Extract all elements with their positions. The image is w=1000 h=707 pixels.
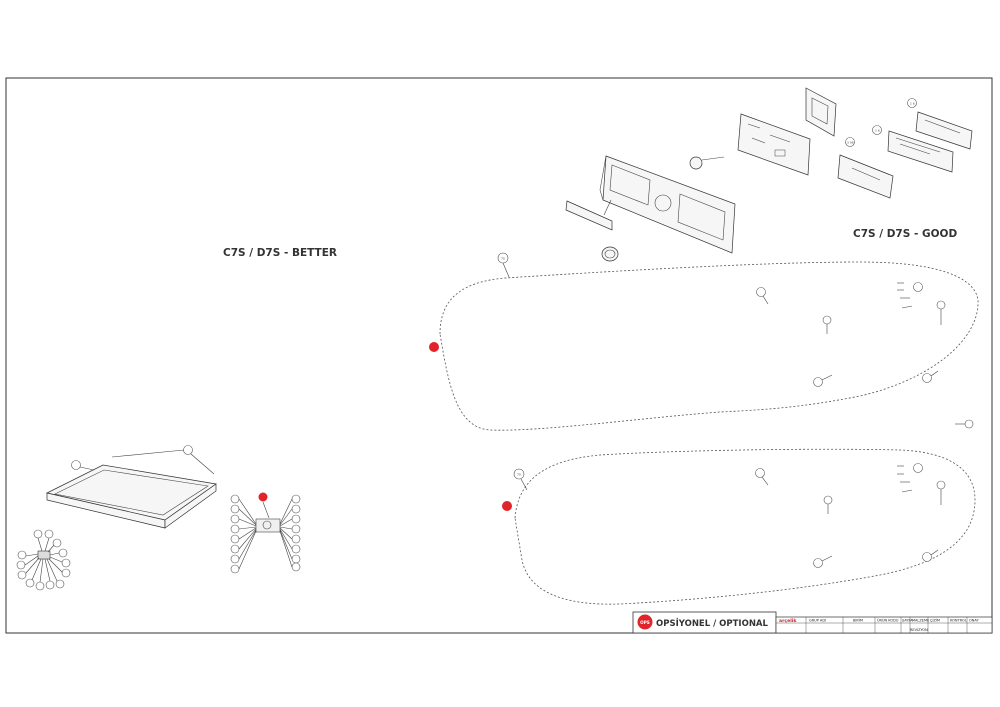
good-parts-group: 70 bbox=[429, 252, 979, 431]
worktop-panel bbox=[45, 464, 217, 521]
good-parts-group-2: 70 bbox=[502, 448, 976, 605]
title-cell-6: ÇİZİM bbox=[930, 618, 940, 623]
knob-ring bbox=[601, 246, 619, 262]
program-knob bbox=[689, 156, 703, 170]
top-panel-assembly bbox=[45, 445, 217, 529]
optional-marker-2 bbox=[502, 501, 512, 511]
optional-badge bbox=[637, 614, 653, 630]
optional-marker-3 bbox=[258, 492, 268, 502]
title-cell-2: BİRİM bbox=[853, 618, 863, 623]
svg-text:1 6: 1 6 bbox=[910, 102, 915, 106]
good-section-label: C7S / D7S - GOOD bbox=[853, 228, 957, 240]
good-group-outline-2 bbox=[514, 448, 976, 605]
title-cell-8: ONAY bbox=[969, 619, 979, 623]
title-cell-5: MALZEME bbox=[912, 619, 929, 623]
display-housing bbox=[837, 154, 894, 199]
optional-legend: OPS OPSİYONEL / OPTIONAL bbox=[632, 611, 777, 634]
svg-text:70: 70 bbox=[517, 473, 521, 477]
optional-marker bbox=[429, 342, 439, 352]
better-section-label: C7S / D7S - BETTER bbox=[223, 247, 337, 259]
good-group-outline bbox=[439, 261, 979, 431]
svg-text:70: 70 bbox=[501, 257, 505, 261]
title-cell-1: GRUP ADI bbox=[809, 619, 826, 623]
title-cell-3: ÜRÜN KODU bbox=[877, 618, 899, 623]
drawing-frame bbox=[5, 77, 993, 634]
svg-text:3 06: 3 06 bbox=[847, 141, 854, 145]
title-cell-7: KONTROL bbox=[950, 619, 967, 623]
hose-parts-ladder bbox=[230, 492, 301, 574]
drawer-handle bbox=[565, 200, 613, 231]
display-pcb bbox=[887, 130, 954, 173]
pcb-bracket bbox=[805, 87, 837, 137]
title-cell-9: REVİZYON bbox=[910, 627, 928, 632]
display-cover bbox=[915, 111, 973, 150]
connector-block bbox=[255, 518, 281, 533]
console-fascia bbox=[602, 155, 736, 254]
control-panel-assembly: 1 6 1 6 3 06 bbox=[565, 87, 973, 262]
svg-text:1 6: 1 6 bbox=[875, 129, 880, 133]
optional-legend-text: OPSİYONEL / OPTIONAL bbox=[656, 618, 769, 629]
control-pcb bbox=[737, 113, 811, 176]
small-part bbox=[37, 550, 51, 560]
brand-logo: arçelik bbox=[779, 618, 797, 624]
title-cell-4: SAYFA bbox=[902, 619, 913, 623]
optional-badge-text: OPS bbox=[640, 620, 650, 625]
title-block: arçelik GRUP ADI BİRİM ÜRÜN KODU SAYFA M… bbox=[775, 616, 993, 634]
radial-parts-cluster bbox=[16, 529, 71, 591]
